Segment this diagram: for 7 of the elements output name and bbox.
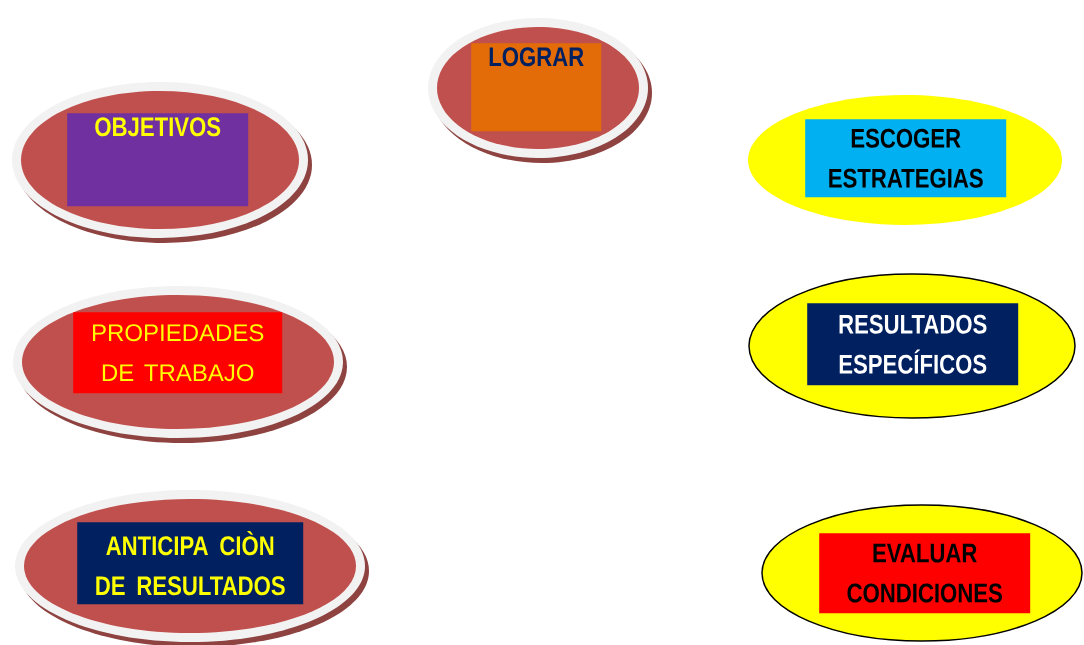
- text-box: LOGRAR: [471, 43, 602, 132]
- text-box: ESCOGER ESTRATEGIAS: [805, 119, 1007, 198]
- text-box: EVALUAR CONDICIONES: [819, 533, 1031, 614]
- text-box: PROPIEDADES DE TRABAJO: [73, 312, 283, 394]
- text-box: OBJETIVOS: [67, 113, 249, 207]
- text-box: ANTICIPA CIÒN DE RESULTADOS: [77, 522, 304, 605]
- text-box: RESULTADOS ESPECÍFICOS: [807, 303, 1019, 386]
